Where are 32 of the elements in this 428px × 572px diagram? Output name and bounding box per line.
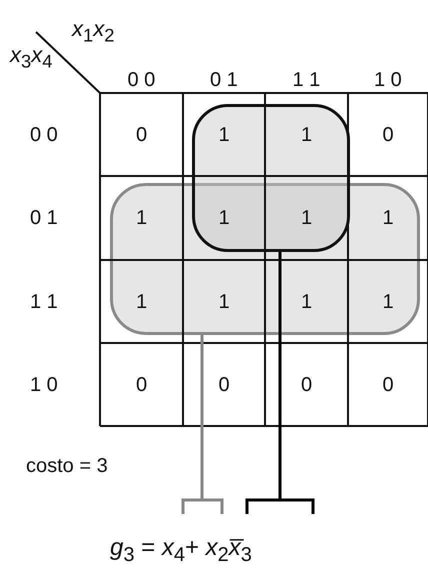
map-cell-value: 1 xyxy=(382,292,394,312)
leader-line xyxy=(182,334,224,516)
map-cell-value: 1 xyxy=(218,208,230,228)
cost-note: costo = 3 xyxy=(26,456,108,476)
grouping-loop xyxy=(192,104,350,252)
map-cell-value: 1 xyxy=(218,292,230,312)
row-header: 0 0 xyxy=(30,124,58,144)
map-cell-value: 1 xyxy=(301,208,312,228)
leader-line xyxy=(246,250,314,516)
row-header: 1 0 xyxy=(30,374,58,394)
map-cell-value: 1 xyxy=(301,124,312,144)
map-cell-value: 1 xyxy=(136,208,148,228)
row-header: 1 1 xyxy=(30,292,58,312)
map-cell-value: 1 xyxy=(136,292,148,312)
map-cell-value: 0 xyxy=(136,124,148,144)
axis-variable-label: x$_{3}$x$_{4}$ xyxy=(10,44,52,71)
column-header: 0 1 xyxy=(210,70,238,90)
map-cell-value: 1 xyxy=(382,208,394,228)
map-cell-value: 0 xyxy=(136,374,148,394)
map-cell-value: 1 xyxy=(301,292,312,312)
map-cell-value: 0 xyxy=(301,374,312,394)
boolean-expression: g$_{3}$ = x$_{4}$+ x$_{2}$x̅$_{3}$ xyxy=(110,536,252,565)
map-cell-value: 0 xyxy=(218,374,230,394)
row-header: 0 1 xyxy=(30,208,58,228)
column-header: 1 0 xyxy=(374,70,402,90)
grouping-loop xyxy=(110,183,420,335)
map-cell-value: 0 xyxy=(382,124,394,144)
map-cell-value: 1 xyxy=(218,124,230,144)
column-header: 1 1 xyxy=(292,70,320,90)
map-cell-value: 0 xyxy=(382,374,394,394)
axis-variable-label: x$_{1}$x$_{2}$ xyxy=(72,18,114,45)
column-header: 0 0 xyxy=(128,70,156,90)
